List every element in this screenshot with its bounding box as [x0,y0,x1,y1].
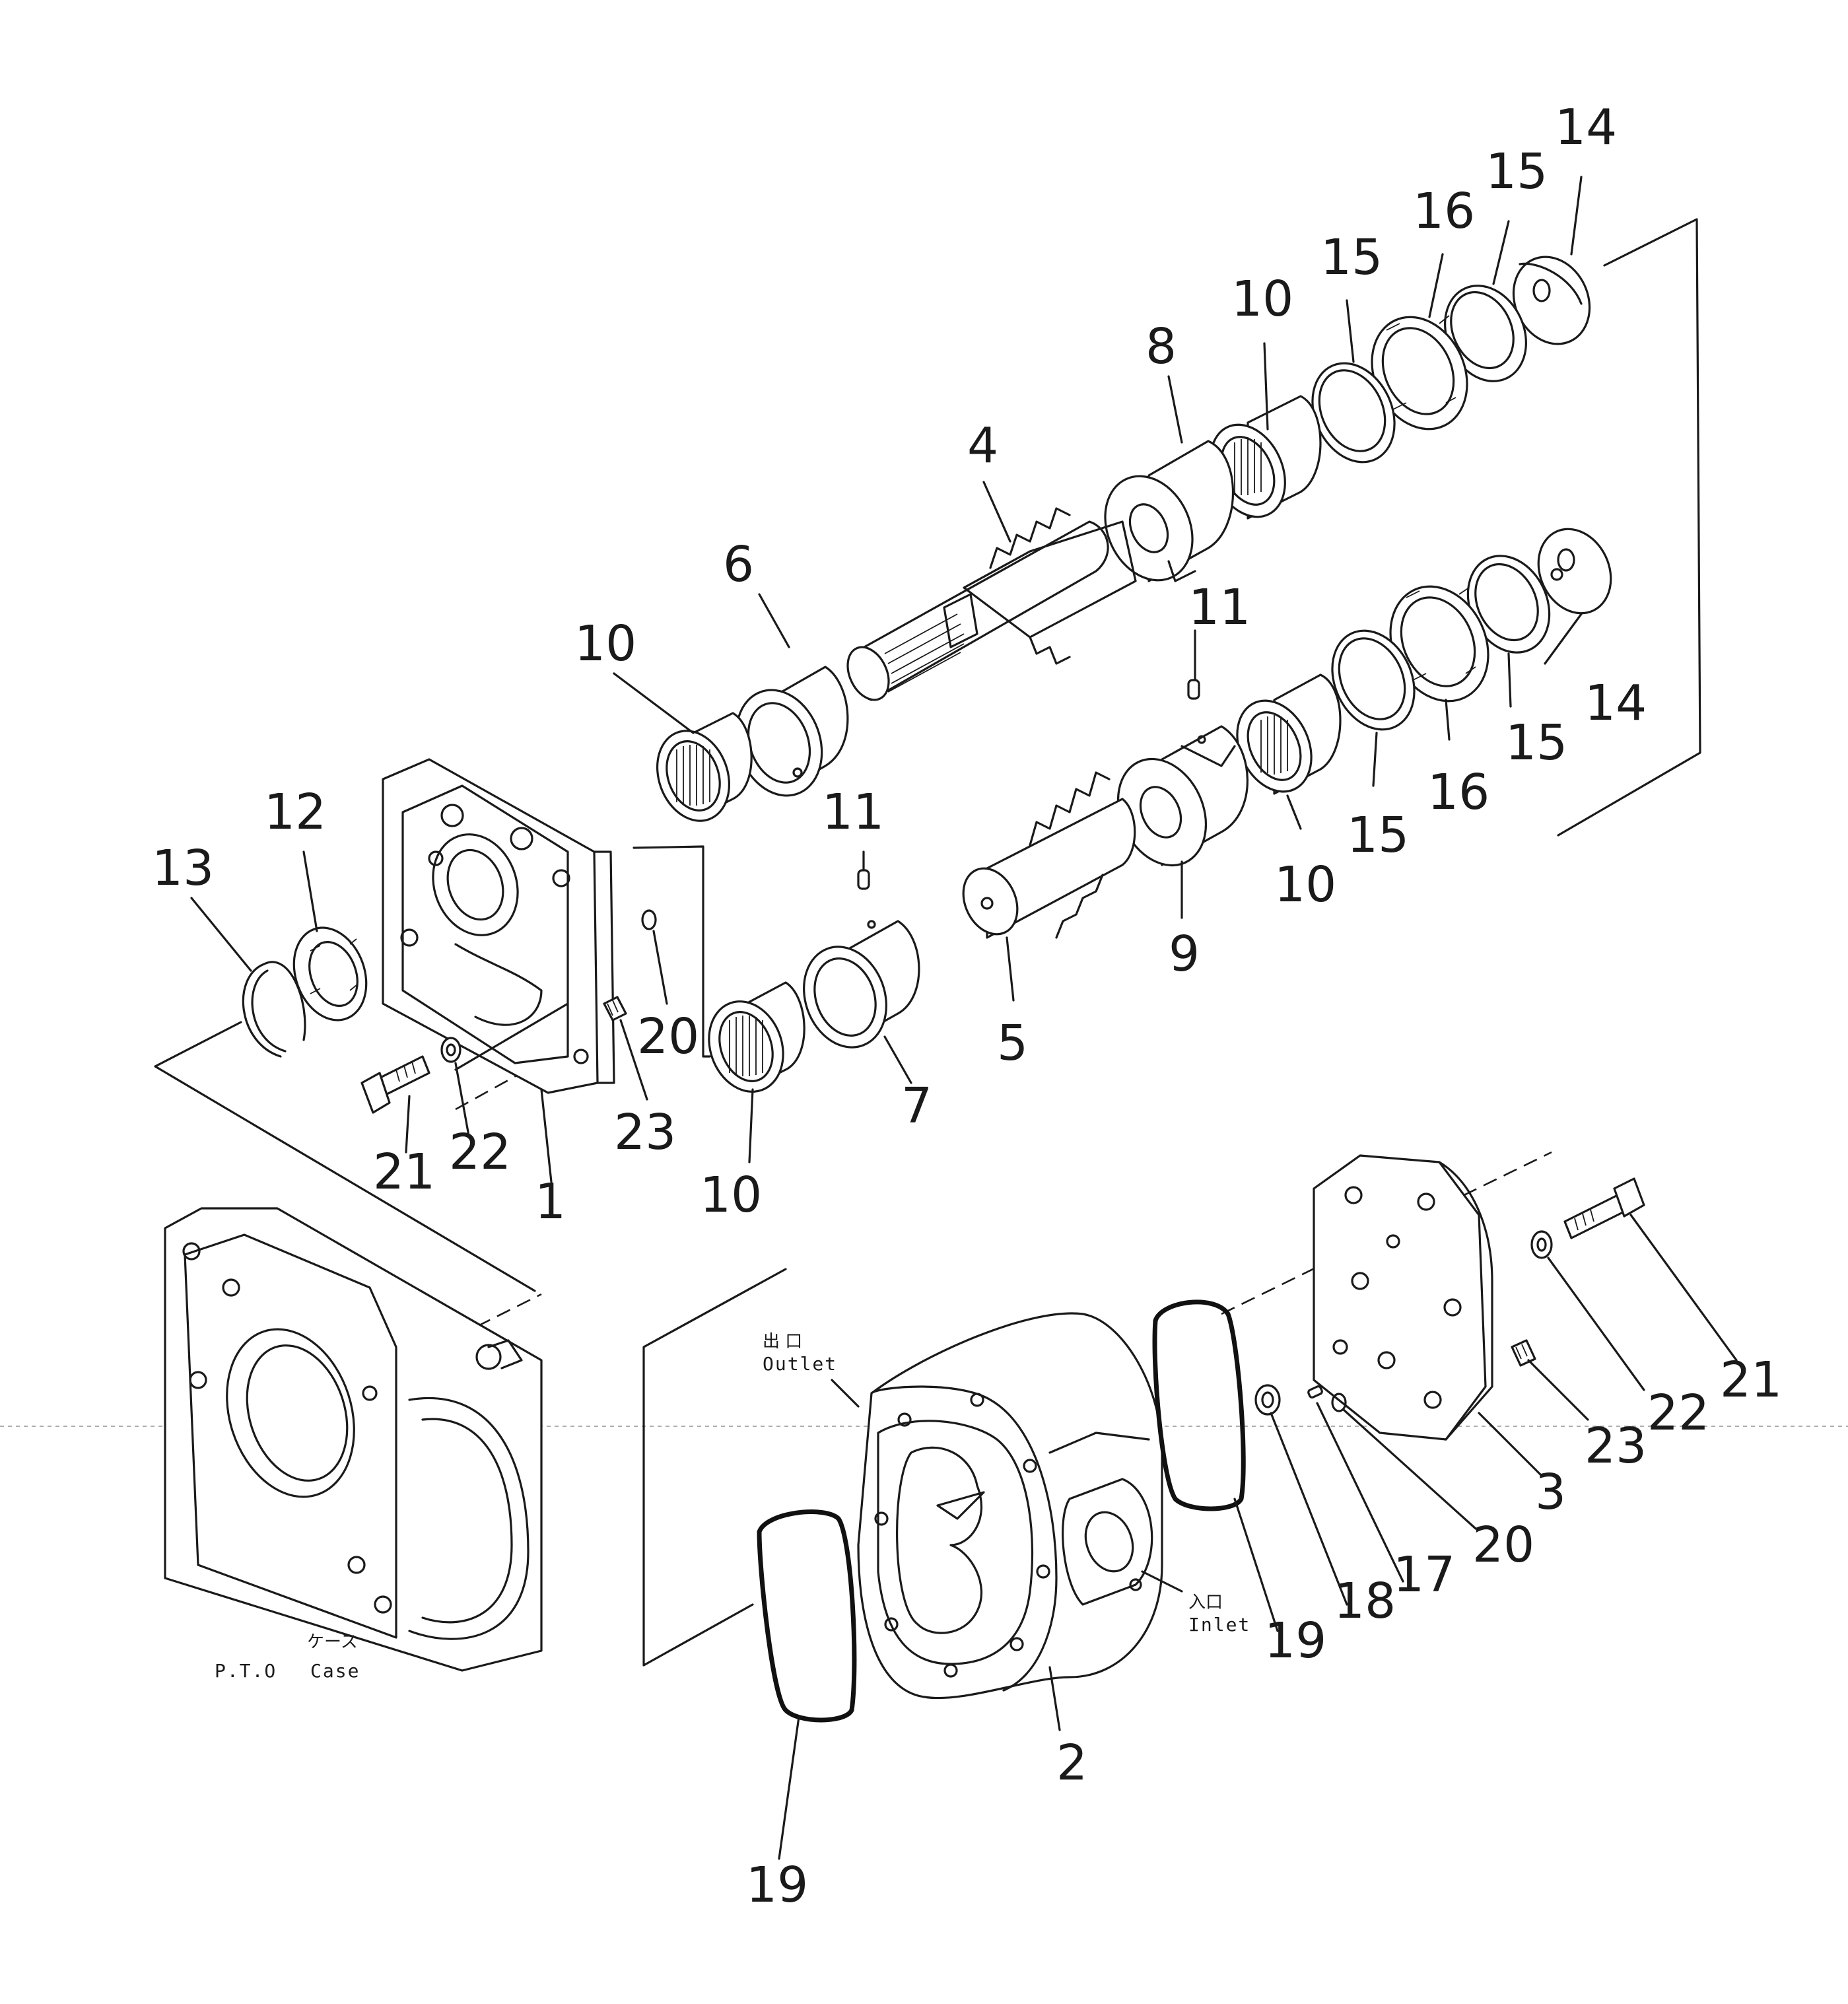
callout-21: 21 [373,1144,435,1200]
part-7-bushing [803,920,920,1049]
group-bracket-right [1557,218,1701,837]
callout-19: 19 [1264,1612,1326,1669]
part-10-needle-bearing-lower [1236,674,1342,795]
callout-10: 10 [1274,856,1336,913]
part-10-needle-bearing-mid-left [656,712,753,822]
callout-9: 9 [1169,926,1200,983]
part-1-front-cover [382,758,615,1094]
callout-15: 15 [1505,714,1567,771]
callout-15: 15 [1320,229,1383,286]
part-22-washer-right [1530,1230,1553,1259]
outlet-label-jp: 出 口 [763,1332,802,1352]
callout-15: 15 [1486,143,1548,200]
callout-numbers: 14 15 16 15 10 8 4 6 10 11 14 15 16 15 1… [152,99,1782,1914]
pto-case-housing [164,1207,543,1672]
part-3-rear-cover [1313,1154,1493,1441]
callout-12: 12 [264,784,326,841]
callout-20: 20 [1472,1517,1534,1573]
part-13-snap-ring [242,961,306,1058]
part-19-o-ring-left [757,1509,857,1723]
part-2-gear-case [857,1312,1163,1700]
callout-18: 18 [1334,1573,1396,1630]
case-label: Case [310,1660,360,1682]
part-22-washer-left [440,1037,462,1063]
part-15-seal-ring-lower-right [1466,555,1551,654]
inlet-label: Inlet [1188,1614,1250,1636]
callout-10: 10 [1231,271,1293,328]
part-9-bushing [1116,725,1249,867]
callout-10: 10 [700,1167,762,1224]
callout-1: 1 [535,1173,566,1230]
callout-21: 21 [1720,1352,1782,1408]
callout-5: 5 [997,1015,1028,1072]
part-15-seal-ring-upper-left [1311,362,1396,464]
callout-13: 13 [152,840,214,897]
part-21-bolt-left [360,1055,430,1114]
leader-lines [190,176,1738,1860]
part-14-end-cap-lower [1537,528,1612,615]
callout-14: 14 [1585,675,1647,732]
port-labels: 出 口 Outlet 入口 Inlet ケース P.T.O Case [215,1332,1250,1682]
callout-11: 11 [1188,579,1250,636]
group-bracket-snapring [154,1021,536,1292]
part-23-plug-left [603,996,627,1021]
group-bracket-front-cover [633,845,711,1058]
group-bracket-lower [642,1268,787,1667]
part-5-driven-gear [962,771,1136,939]
part-21-bolt-right [1563,1177,1645,1239]
callout-22: 22 [449,1124,511,1181]
callout-20: 20 [637,1008,699,1065]
part-18-plug [1254,1384,1281,1416]
part-19-o-ring-right [1152,1299,1246,1511]
part-4-drive-gear-shaft [846,507,1137,701]
callout-23: 23 [1585,1418,1647,1474]
part-11-dowel-pin-upper [1187,679,1200,700]
part-15-seal-ring-lower-left [1331,629,1416,731]
part-11-dowel-pin-lower [857,869,870,890]
callout-19: 19 [746,1857,808,1914]
callout-22: 22 [1647,1385,1709,1441]
part-10-needle-bearing-lower-left [708,981,805,1093]
part-12-oil-seal [292,926,368,1021]
callout-4: 4 [967,417,998,474]
outlet-label: Outlet [763,1353,837,1375]
case-label-jp: ケース [307,1632,358,1652]
callout-23: 23 [614,1104,676,1161]
callout-8: 8 [1146,318,1177,375]
callout-6: 6 [723,536,754,593]
part-17-pin [1307,1385,1323,1399]
callout-16: 16 [1413,183,1475,240]
callout-7: 7 [901,1078,932,1134]
callout-16: 16 [1427,764,1489,821]
pto-label: P.T.O [215,1660,277,1682]
part-20-o-ring-right [1331,1393,1347,1412]
part-8-bushing [1104,440,1234,582]
callout-17: 17 [1393,1546,1455,1603]
part-23-plug-right [1511,1339,1536,1367]
callout-2: 2 [1056,1735,1087,1791]
callout-10: 10 [574,615,636,672]
part-20-o-ring-left [641,909,657,930]
callout-11: 11 [822,784,884,841]
callout-3: 3 [1535,1464,1566,1521]
callout-14: 14 [1555,99,1617,156]
callout-15: 15 [1347,807,1409,864]
inlet-label-jp: 入口 [1188,1593,1223,1612]
